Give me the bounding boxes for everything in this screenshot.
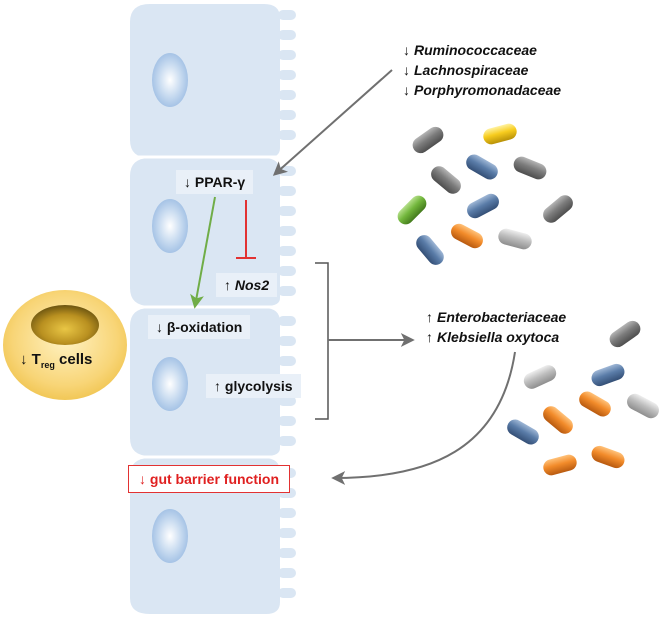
down-arrow: ↓: [139, 471, 146, 487]
bacterium: [507, 419, 539, 445]
gut-barrier-label: ↓ gut barrier function: [128, 465, 291, 493]
increased-taxon: ↑Klebsiella oxytoca: [426, 327, 566, 347]
bacterium: [451, 223, 483, 249]
bacteria-cluster-top: [397, 123, 573, 265]
arrow-taxa-to-ppar: [272, 69, 393, 176]
bacterium: [543, 195, 573, 223]
nucleus-3: [152, 357, 188, 411]
bacterium: [543, 454, 577, 476]
bacterium: [627, 393, 659, 419]
down-arrow: ↓: [403, 42, 410, 58]
epithelial-cell-4: [130, 458, 296, 614]
decreased-taxon: ↓Lachnospiraceae: [403, 60, 561, 80]
treg-nucleus: [31, 305, 99, 345]
arrow-ppar-to-beta-oxidation: [190, 196, 216, 309]
up-arrow: ↑: [214, 378, 221, 394]
nucleus-4: [152, 509, 188, 563]
treg-label: ↓ Treg cells: [20, 350, 92, 375]
nos2-label: ↑ Nos2: [216, 273, 278, 297]
epithelium: [130, 4, 296, 614]
bacterium: [523, 365, 557, 389]
inhibition-ppar-nos2: [236, 200, 256, 259]
treg-subscript: reg: [40, 360, 55, 370]
bacteria-cluster-bottom: [507, 320, 659, 476]
ppar-label: ↓ PPAR-γ: [176, 170, 254, 194]
bacterium: [591, 445, 625, 469]
up-arrow: ↑: [426, 309, 433, 325]
bacterium: [431, 166, 461, 194]
beta-oxidation-label: ↓ β-oxidation: [148, 315, 251, 339]
taxon-name: Porphyromonadaceae: [414, 82, 562, 98]
down-arrow: ↓: [403, 62, 410, 78]
treg-text: T: [31, 351, 41, 368]
decreased-taxa-list: ↓Ruminococcaceae ↓Lachnospiraceae ↓Porph…: [403, 40, 561, 100]
glycolysis-text: glycolysis: [224, 378, 293, 394]
decreased-taxon: ↓Ruminococcaceae: [403, 40, 561, 60]
bacterium: [466, 154, 498, 180]
bacterium: [579, 391, 611, 417]
down-arrow: ↓: [403, 82, 410, 98]
epithelial-cell-3: [130, 308, 296, 456]
taxon-name: Enterobacteriaceae: [437, 309, 567, 325]
bacterium: [412, 126, 444, 154]
epithelial-cell-1: [130, 4, 296, 158]
nos2-text: Nos2: [234, 277, 270, 293]
decreased-taxon: ↓Porphyromonadaceae: [403, 80, 561, 100]
down-arrow: ↓: [20, 351, 28, 368]
taxon-name: Ruminococcaceae: [414, 42, 537, 58]
nucleus-1: [152, 53, 188, 107]
up-arrow: ↑: [224, 277, 231, 293]
taxon-name: Klebsiella oxytoca: [437, 329, 560, 345]
bracket: [315, 262, 329, 420]
treg-suffix: cells: [59, 351, 93, 368]
bacterium: [483, 123, 517, 145]
gut-barrier-text: gut barrier function: [149, 471, 280, 487]
taxon-name: Lachnospiraceae: [414, 62, 529, 78]
bacterium: [467, 193, 499, 219]
down-arrow: ↓: [184, 174, 191, 190]
treg-cell: [3, 290, 127, 400]
epithelial-cell-2: [130, 158, 296, 306]
bacterium: [543, 406, 573, 434]
bacterium: [513, 156, 547, 180]
bacterium: [609, 320, 641, 348]
beta-oxidation-text: β-oxidation: [166, 319, 243, 335]
increased-taxa-list: ↑Enterobacteriaceae ↑Klebsiella oxytoca: [426, 307, 566, 347]
nucleus-2: [152, 199, 188, 253]
bacterium: [416, 235, 444, 265]
increased-taxon: ↑Enterobacteriaceae: [426, 307, 566, 327]
glycolysis-label: ↑ glycolysis: [206, 374, 301, 398]
ppar-text: PPAR-γ: [194, 174, 246, 190]
up-arrow: ↑: [426, 329, 433, 345]
bacterium: [498, 228, 532, 250]
bacterium: [591, 363, 625, 387]
bacterium: [397, 195, 427, 225]
down-arrow: ↓: [156, 319, 163, 335]
arrow-enterobacteriaceae-to-barrier: [331, 351, 516, 485]
